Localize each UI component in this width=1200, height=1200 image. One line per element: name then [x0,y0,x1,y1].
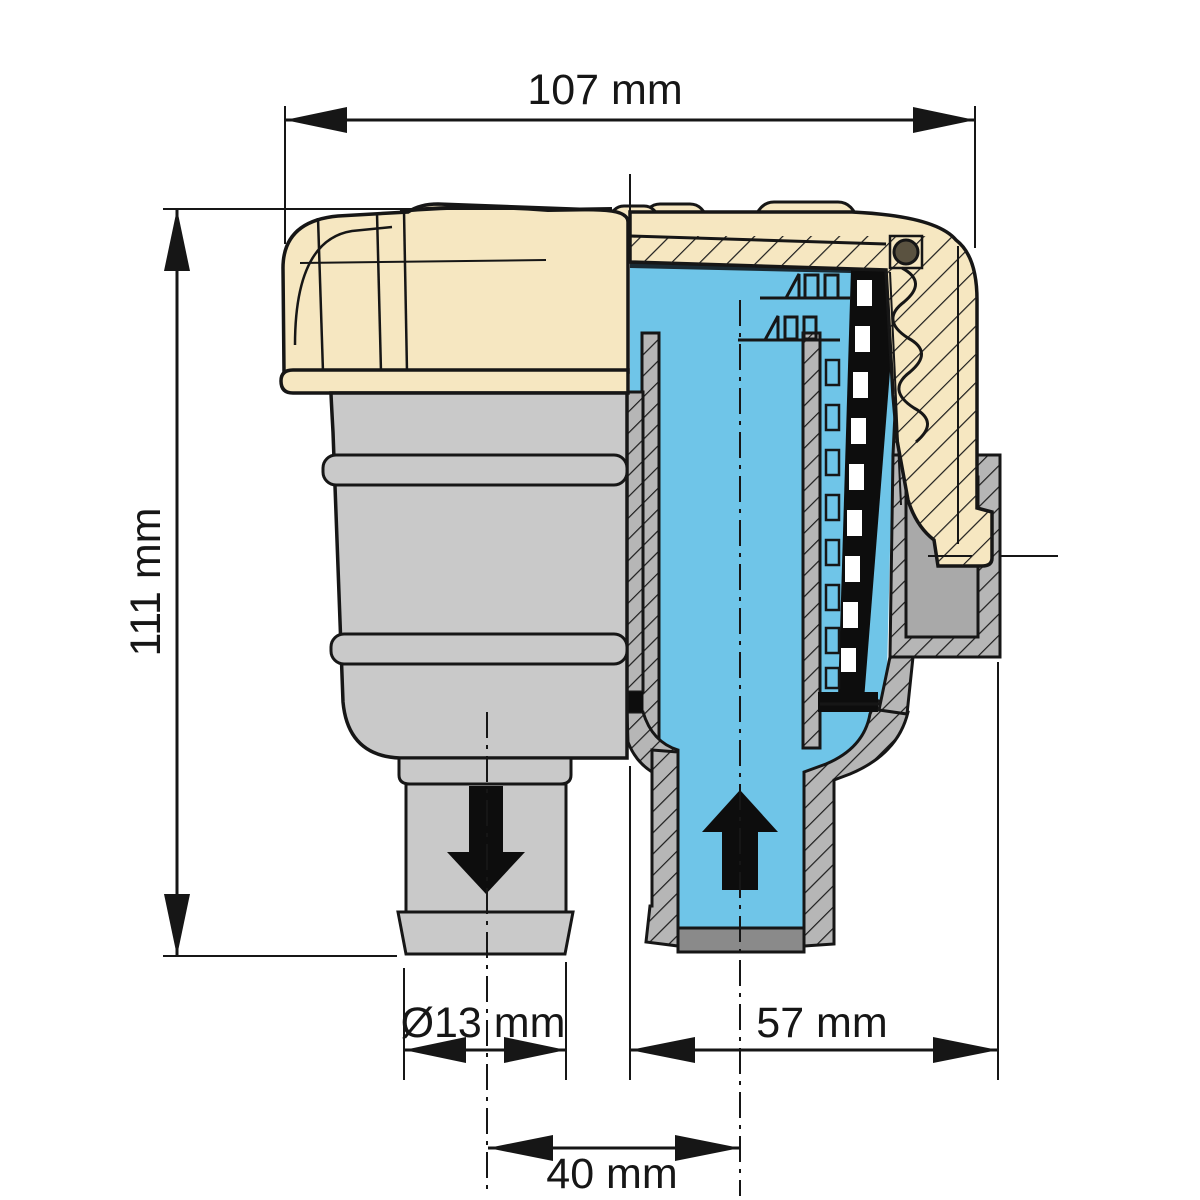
dim-width-label: 107 mm [527,66,682,114]
dimension-hose-spacing: 40 mm [488,1135,740,1198]
strainer-body-exterior [321,391,629,760]
dim-arrowhead [404,1037,466,1063]
lid-rib-line [375,212,383,373]
lid-flange [279,368,630,395]
centerlines [486,174,1058,1196]
dim-arrowhead [630,1037,695,1063]
center-cut-wall [625,390,645,712]
dim-arrowhead [285,107,347,133]
lid-threads [891,266,929,444]
dim-outlet-diameter-label: Ø13 mm [401,999,566,1047]
filter-basket [738,268,898,712]
dim-height-label: 111 mm [122,508,170,657]
basket-slot-column [824,358,841,690]
basket-bottom-band [818,692,878,712]
dim-arrowhead [913,107,975,133]
outlet-hose-barb [396,910,575,956]
dim-arrowhead [488,1135,553,1161]
lid-shoulder-line [299,259,547,264]
dim-arrowhead [675,1135,740,1161]
dimension-width-top: 107 mm [284,66,976,248]
outlet-pipe-collar [397,756,573,786]
dimension-inlet-offset: 57 mm [630,662,999,1080]
dim-arrowhead [933,1037,998,1063]
lid-exterior-half [281,202,630,374]
flow-down-arrow-icon [447,786,525,894]
lid-rib-line [316,217,325,373]
basket-strip-slots [841,280,872,672]
dim-arrowhead [504,1037,566,1063]
body-rib [321,453,629,487]
bowl-bottom-and-inlet-walls [625,698,910,954]
dim-arrowhead [164,894,190,956]
dim-hose-spacing-label: 40 mm [546,1150,677,1198]
basket-top-rows [738,273,851,342]
dimension-outlet-diameter: Ø13 mm [401,962,567,1080]
cut-wall-seal [627,692,643,712]
body-rib [329,632,629,666]
dim-inlet-offset-label: 57 mm [756,999,887,1047]
dimension-height-left: 111 mm [122,208,612,957]
lid-oring [892,238,920,266]
lid-rib-line [402,210,409,373]
dim-arrowhead [164,209,190,271]
